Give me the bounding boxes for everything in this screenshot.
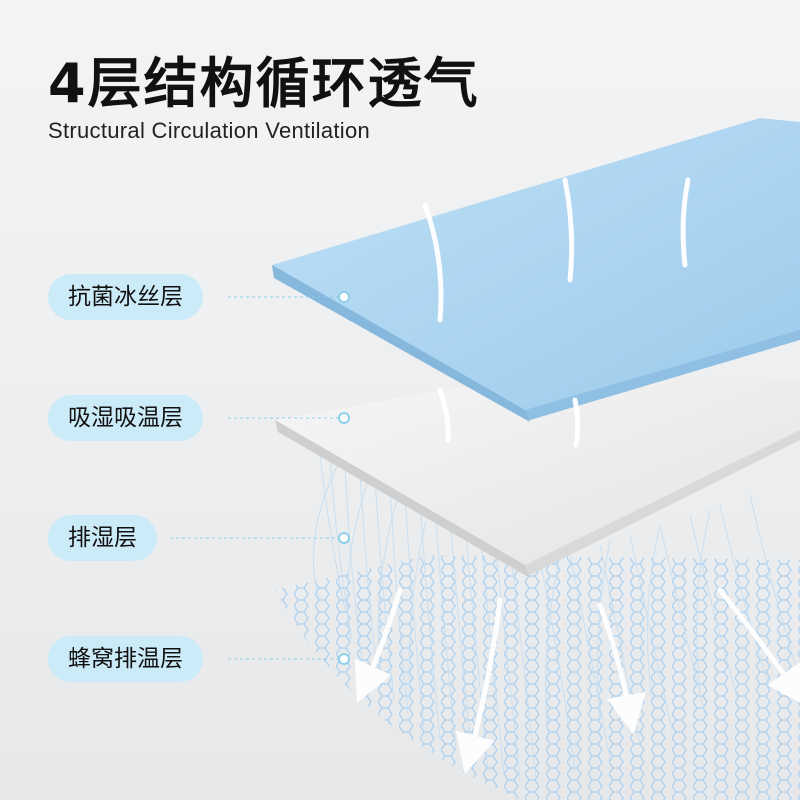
layer-label-ice-silk: 抗菌冰丝层 xyxy=(48,274,203,320)
airflow-arrows xyxy=(354,177,800,775)
label-anchor-dots xyxy=(338,291,350,665)
page-subtitle: Structural Circulation Ventilation xyxy=(48,118,371,143)
page-title: 4层结构循环透气 xyxy=(48,52,480,115)
layer-label-absorb: 吸湿吸温层 xyxy=(48,395,203,441)
layer-label-moisture-wicking: 排湿层 xyxy=(48,515,157,561)
ice-silk-layer-slab xyxy=(272,118,800,422)
honeycomb-layer xyxy=(275,555,800,800)
layer-label-honeycomb: 蜂窝排温层 xyxy=(48,636,203,682)
label-leader-lines xyxy=(170,296,340,660)
absorb-layer-slab xyxy=(275,372,800,578)
